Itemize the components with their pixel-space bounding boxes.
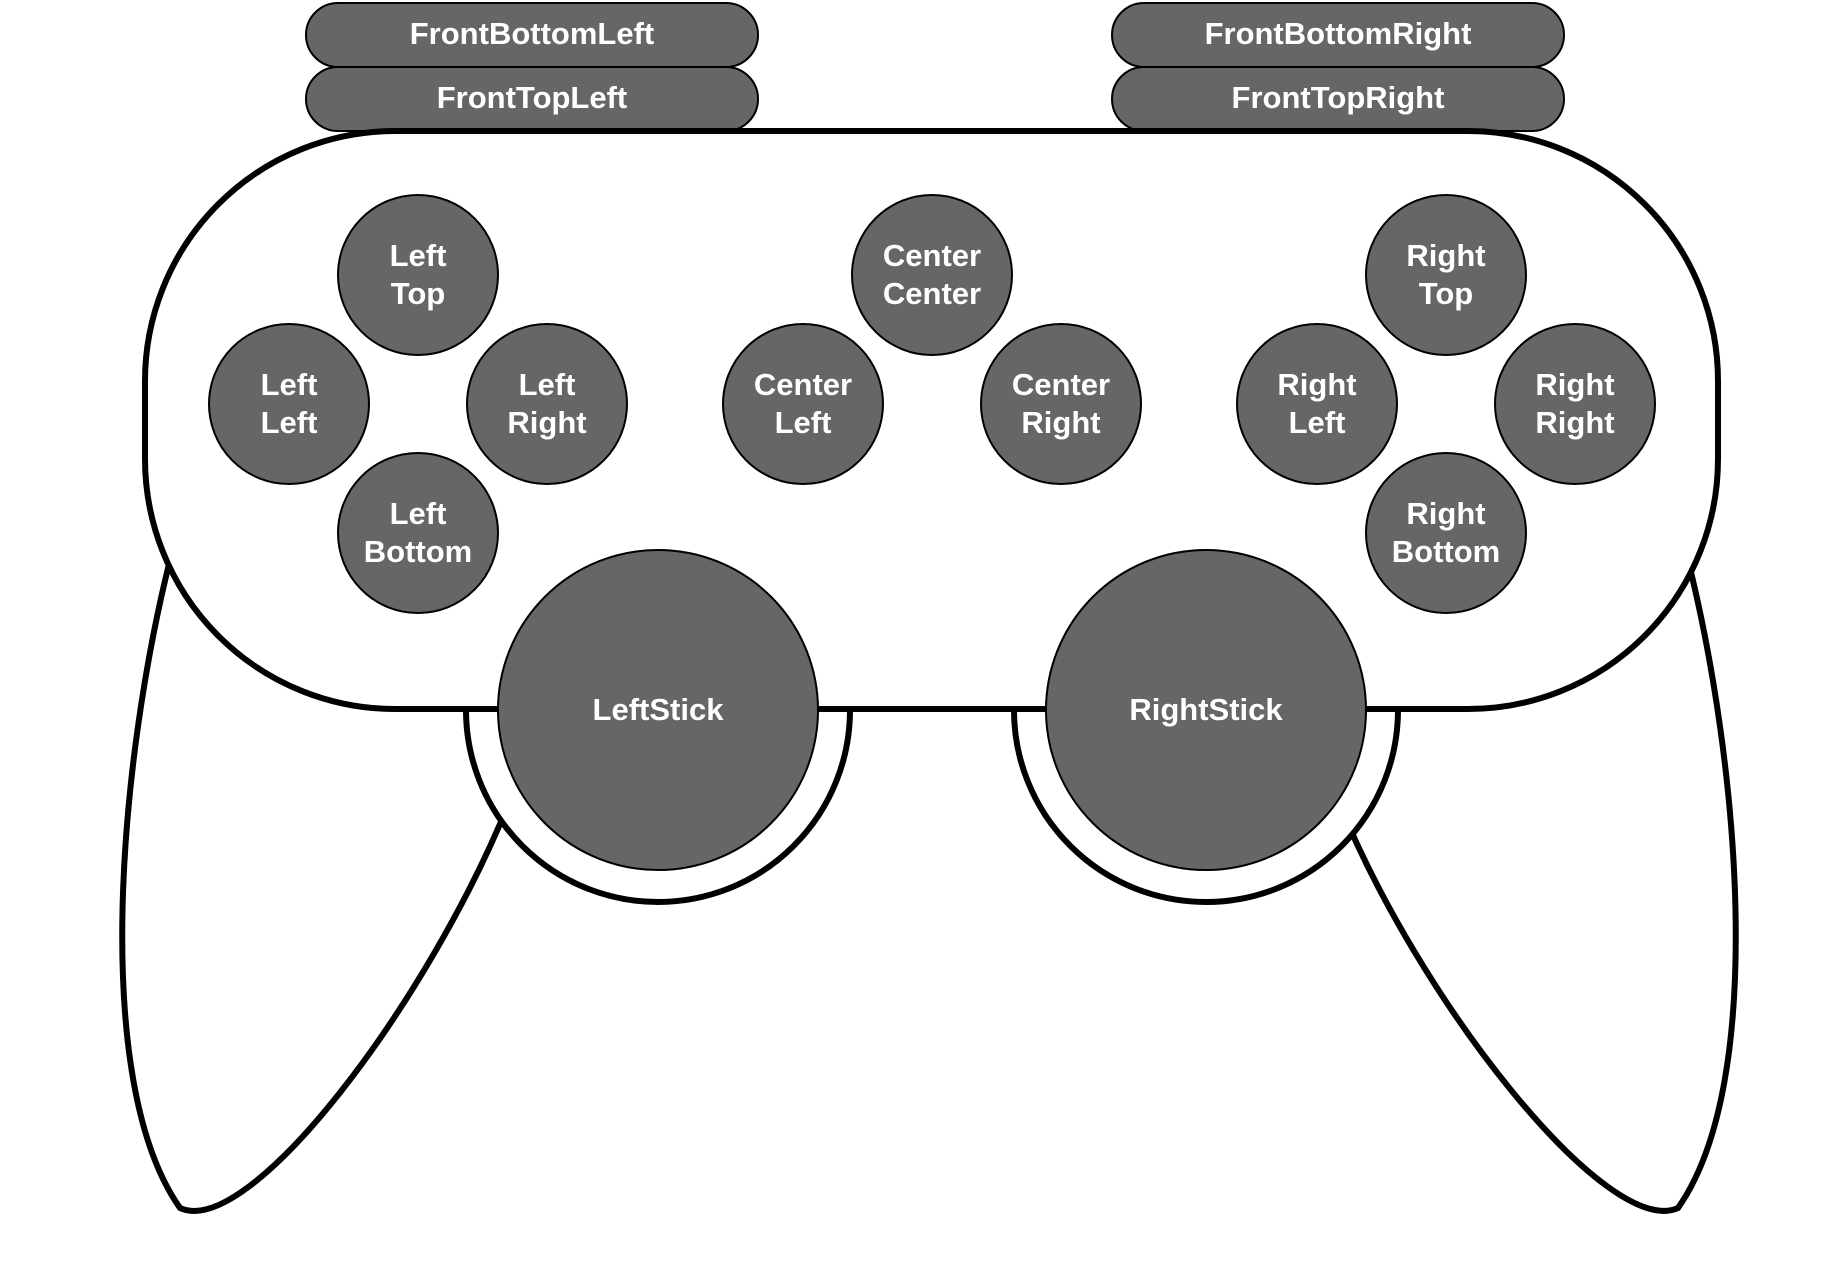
left-bottom-label-line1: Left — [390, 496, 447, 531]
right-top-label-line1: Right — [1406, 238, 1485, 273]
front-top-left-label: FrontTopLeft — [437, 80, 628, 115]
right-left-label-line2: Left — [1289, 405, 1346, 440]
svg-text:Left: Left — [390, 496, 447, 531]
svg-text:Left: Left — [519, 367, 576, 402]
svg-text:Left: Left — [390, 238, 447, 273]
svg-text:Bottom: Bottom — [364, 534, 472, 569]
left-top-button[interactable]: Left Top — [337, 194, 499, 356]
controller-body — [142, 128, 1721, 712]
center-left-label-line1: Center — [754, 367, 852, 402]
svg-text:Top: Top — [391, 276, 446, 311]
left-handle — [119, 556, 564, 1214]
left-right-label-line2: Right — [507, 405, 586, 440]
right-bottom-label-line2: Bottom — [1392, 534, 1500, 569]
right-bottom-label-line1: Right — [1406, 496, 1485, 531]
front-top-right-label: FrontTopRight — [1232, 80, 1445, 115]
front-top-right-button[interactable]: FrontTopRight — [1111, 66, 1565, 132]
svg-text:Center: Center — [754, 367, 852, 402]
center-left-label-line2: Left — [775, 405, 832, 440]
left-left-label-line1: Left — [261, 367, 318, 402]
svg-text:Left: Left — [775, 405, 832, 440]
left-stick-label: LeftStick — [593, 692, 725, 727]
svg-text:Right: Right — [1277, 367, 1356, 402]
svg-text:Center: Center — [1012, 367, 1110, 402]
svg-text:Right: Right — [507, 405, 586, 440]
front-bottom-right-button[interactable]: FrontBottomRight — [1111, 2, 1565, 68]
svg-text:Left: Left — [261, 367, 318, 402]
svg-text:Left: Left — [261, 405, 318, 440]
center-center-label-line2: Center — [883, 276, 981, 311]
left-right-button[interactable]: Left Right — [466, 323, 628, 485]
svg-text:Right: Right — [1535, 367, 1614, 402]
right-left-label-line1: Right — [1277, 367, 1356, 402]
left-bottom-label-line2: Bottom — [364, 534, 472, 569]
center-left-button[interactable]: Center Left — [722, 323, 884, 485]
svg-text:Right: Right — [1535, 405, 1614, 440]
left-left-label-line2: Left — [261, 405, 318, 440]
front-bottom-left-button[interactable]: FrontBottomLeft — [305, 2, 759, 68]
left-left-button[interactable]: Left Left — [208, 323, 370, 485]
right-right-button[interactable]: Right Right — [1494, 323, 1656, 485]
center-center-button[interactable]: Center Center — [851, 194, 1013, 356]
right-stick[interactable]: RightStick — [1045, 549, 1367, 871]
left-bottom-button[interactable]: Left Bottom — [337, 452, 499, 614]
right-right-label-line1: Right — [1535, 367, 1614, 402]
svg-text:Center: Center — [883, 238, 981, 273]
center-right-label-line2: Right — [1021, 405, 1100, 440]
svg-text:Left: Left — [1289, 405, 1346, 440]
left-right-label-line1: Left — [519, 367, 576, 402]
right-stick-label: RightStick — [1129, 692, 1283, 727]
svg-text:Right: Right — [1021, 405, 1100, 440]
left-top-label-line2: Top — [391, 276, 446, 311]
right-top-button[interactable]: Right Top — [1365, 194, 1527, 356]
svg-text:Center: Center — [883, 276, 981, 311]
left-stick[interactable]: LeftStick — [497, 549, 819, 871]
svg-text:Right: Right — [1406, 496, 1485, 531]
front-bottom-right-label: FrontBottomRight — [1205, 16, 1472, 51]
right-bottom-button[interactable]: Right Bottom — [1365, 452, 1527, 614]
svg-text:Bottom: Bottom — [1392, 534, 1500, 569]
right-top-label-line2: Top — [1419, 276, 1474, 311]
center-right-button[interactable]: Center Right — [980, 323, 1142, 485]
left-top-label-line1: Left — [390, 238, 447, 273]
front-bottom-left-label: FrontBottomLeft — [410, 16, 655, 51]
front-top-left-button[interactable]: FrontTopLeft — [305, 66, 759, 132]
center-center-label-line1: Center — [883, 238, 981, 273]
right-right-label-line2: Right — [1535, 405, 1614, 440]
svg-text:Top: Top — [1419, 276, 1474, 311]
right-left-button[interactable]: Right Left — [1236, 323, 1398, 485]
center-right-label-line1: Center — [1012, 367, 1110, 402]
svg-text:Right: Right — [1406, 238, 1485, 273]
